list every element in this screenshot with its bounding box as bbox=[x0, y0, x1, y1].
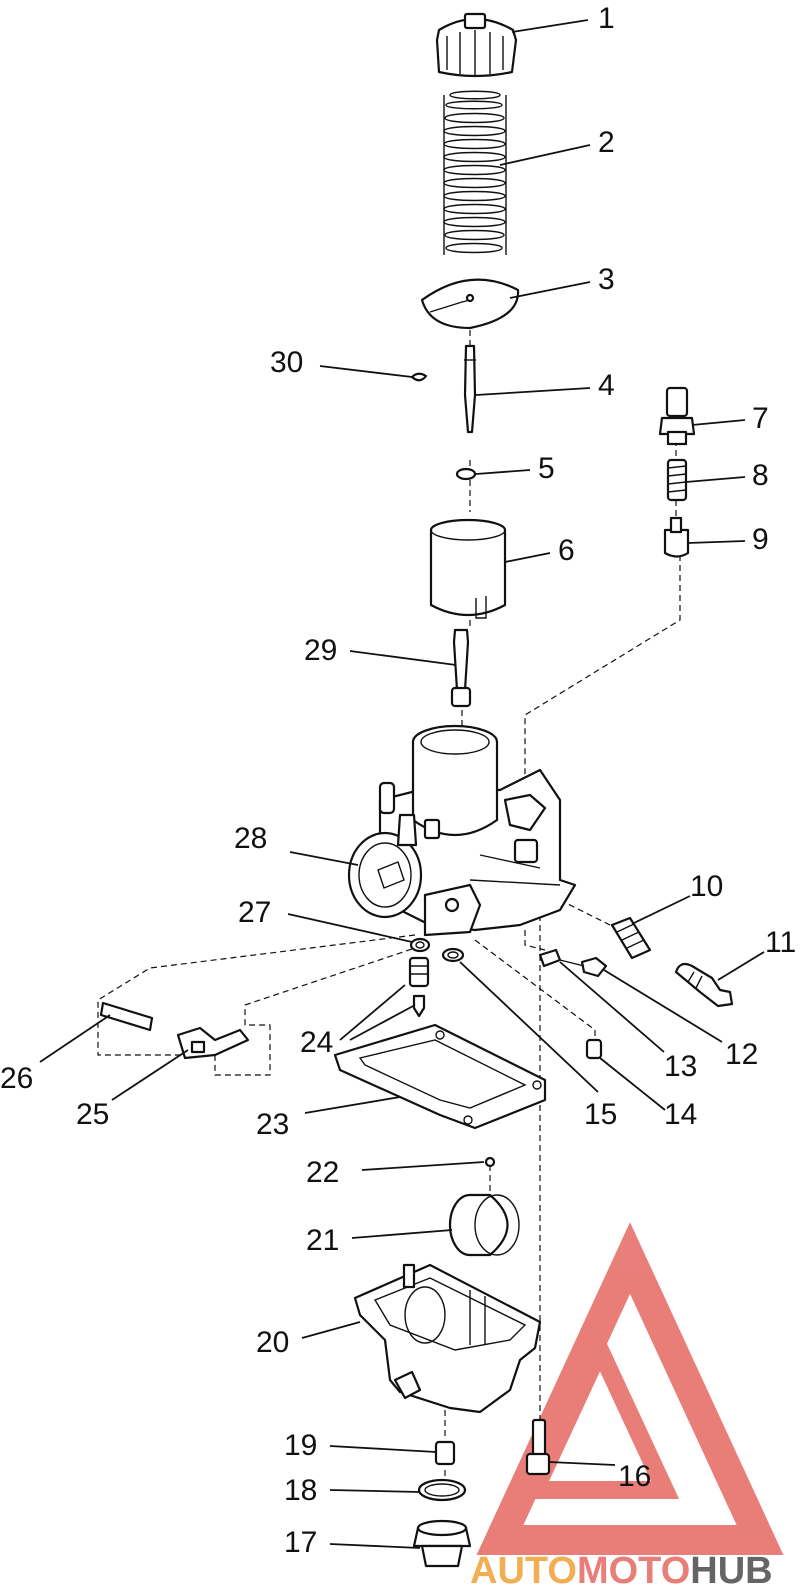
callout-27: 27 bbox=[238, 896, 271, 929]
callout-labels: 1 2 3 4 5 6 7 8 9 10 11 12 13 14 15 16 1… bbox=[0, 2, 796, 1559]
part-24-needle-seat bbox=[408, 956, 430, 1018]
part-23-gasket bbox=[333, 1023, 547, 1130]
part-12-pilot-screw bbox=[559, 956, 608, 978]
part-8-spring bbox=[666, 458, 688, 502]
logo-triangle-shape bbox=[476, 1222, 784, 1555]
logo-inner-shape bbox=[520, 1328, 680, 1499]
callout-20: 20 bbox=[256, 1326, 289, 1359]
callout-29: 29 bbox=[304, 634, 337, 667]
callout-11: 11 bbox=[765, 926, 796, 959]
callout-23: 23 bbox=[256, 1108, 289, 1141]
callout-4: 4 bbox=[598, 369, 615, 402]
part-29-tube bbox=[450, 628, 472, 708]
callout-5: 5 bbox=[538, 452, 555, 485]
part-3-plate bbox=[420, 278, 520, 330]
callout-9: 9 bbox=[752, 523, 769, 556]
part-17-plug bbox=[412, 1519, 472, 1568]
callout-19: 19 bbox=[284, 1429, 317, 1462]
callout-25: 25 bbox=[76, 1098, 109, 1131]
callout-1: 1 bbox=[598, 2, 615, 35]
callout-26: 26 bbox=[0, 1062, 33, 1095]
callout-8: 8 bbox=[752, 459, 769, 492]
part-16-screw bbox=[525, 1418, 551, 1476]
callout-17: 17 bbox=[284, 1526, 317, 1559]
part-26-pin bbox=[99, 1001, 154, 1032]
part-2-spring bbox=[443, 90, 507, 255]
part-1-cap bbox=[435, 12, 518, 78]
part-18-o-ring bbox=[417, 1478, 467, 1502]
part-4-needle bbox=[463, 344, 477, 434]
part-11-screw bbox=[674, 962, 734, 1008]
part-5-washer bbox=[455, 467, 477, 481]
callout-14: 14 bbox=[664, 1098, 697, 1131]
part-7-fitting bbox=[658, 386, 696, 446]
part-25-float-arm bbox=[176, 1026, 250, 1060]
part-28-carburetor-body bbox=[347, 724, 577, 937]
part-20-float-bowl bbox=[353, 1263, 542, 1414]
leader-lines bbox=[39, 19, 765, 1549]
part-10-spring bbox=[610, 916, 652, 960]
part-15-washer bbox=[441, 947, 465, 963]
watermark-text: AUTOMOTOHUB bbox=[470, 1550, 773, 1588]
part-6-slide bbox=[429, 518, 507, 619]
callout-15: 15 bbox=[584, 1098, 617, 1131]
callout-30: 30 bbox=[270, 346, 303, 379]
callout-6: 6 bbox=[558, 534, 575, 567]
callout-24: 24 bbox=[300, 1026, 333, 1059]
callout-16: 16 bbox=[618, 1460, 651, 1493]
part-30-clip bbox=[410, 372, 428, 382]
callout-28: 28 bbox=[234, 822, 267, 855]
callout-3: 3 bbox=[598, 263, 615, 296]
callout-2: 2 bbox=[598, 126, 615, 159]
part-14-jet bbox=[585, 1038, 603, 1060]
callout-18: 18 bbox=[284, 1474, 317, 1507]
part-13-jet bbox=[538, 948, 562, 968]
part-22-ball bbox=[484, 1156, 496, 1168]
callout-7: 7 bbox=[752, 402, 769, 435]
callout-22: 22 bbox=[306, 1156, 339, 1189]
callout-10: 10 bbox=[690, 870, 723, 903]
watermark-logo: AUTOMOTOHUB bbox=[470, 1222, 784, 1588]
part-21-float bbox=[448, 1193, 520, 1257]
part-27-washer bbox=[409, 937, 431, 953]
callout-13: 13 bbox=[664, 1050, 697, 1083]
part-9-plunger bbox=[663, 516, 690, 558]
callout-12: 12 bbox=[725, 1038, 758, 1071]
callout-21: 21 bbox=[306, 1224, 339, 1257]
part-19-jet bbox=[434, 1440, 456, 1466]
